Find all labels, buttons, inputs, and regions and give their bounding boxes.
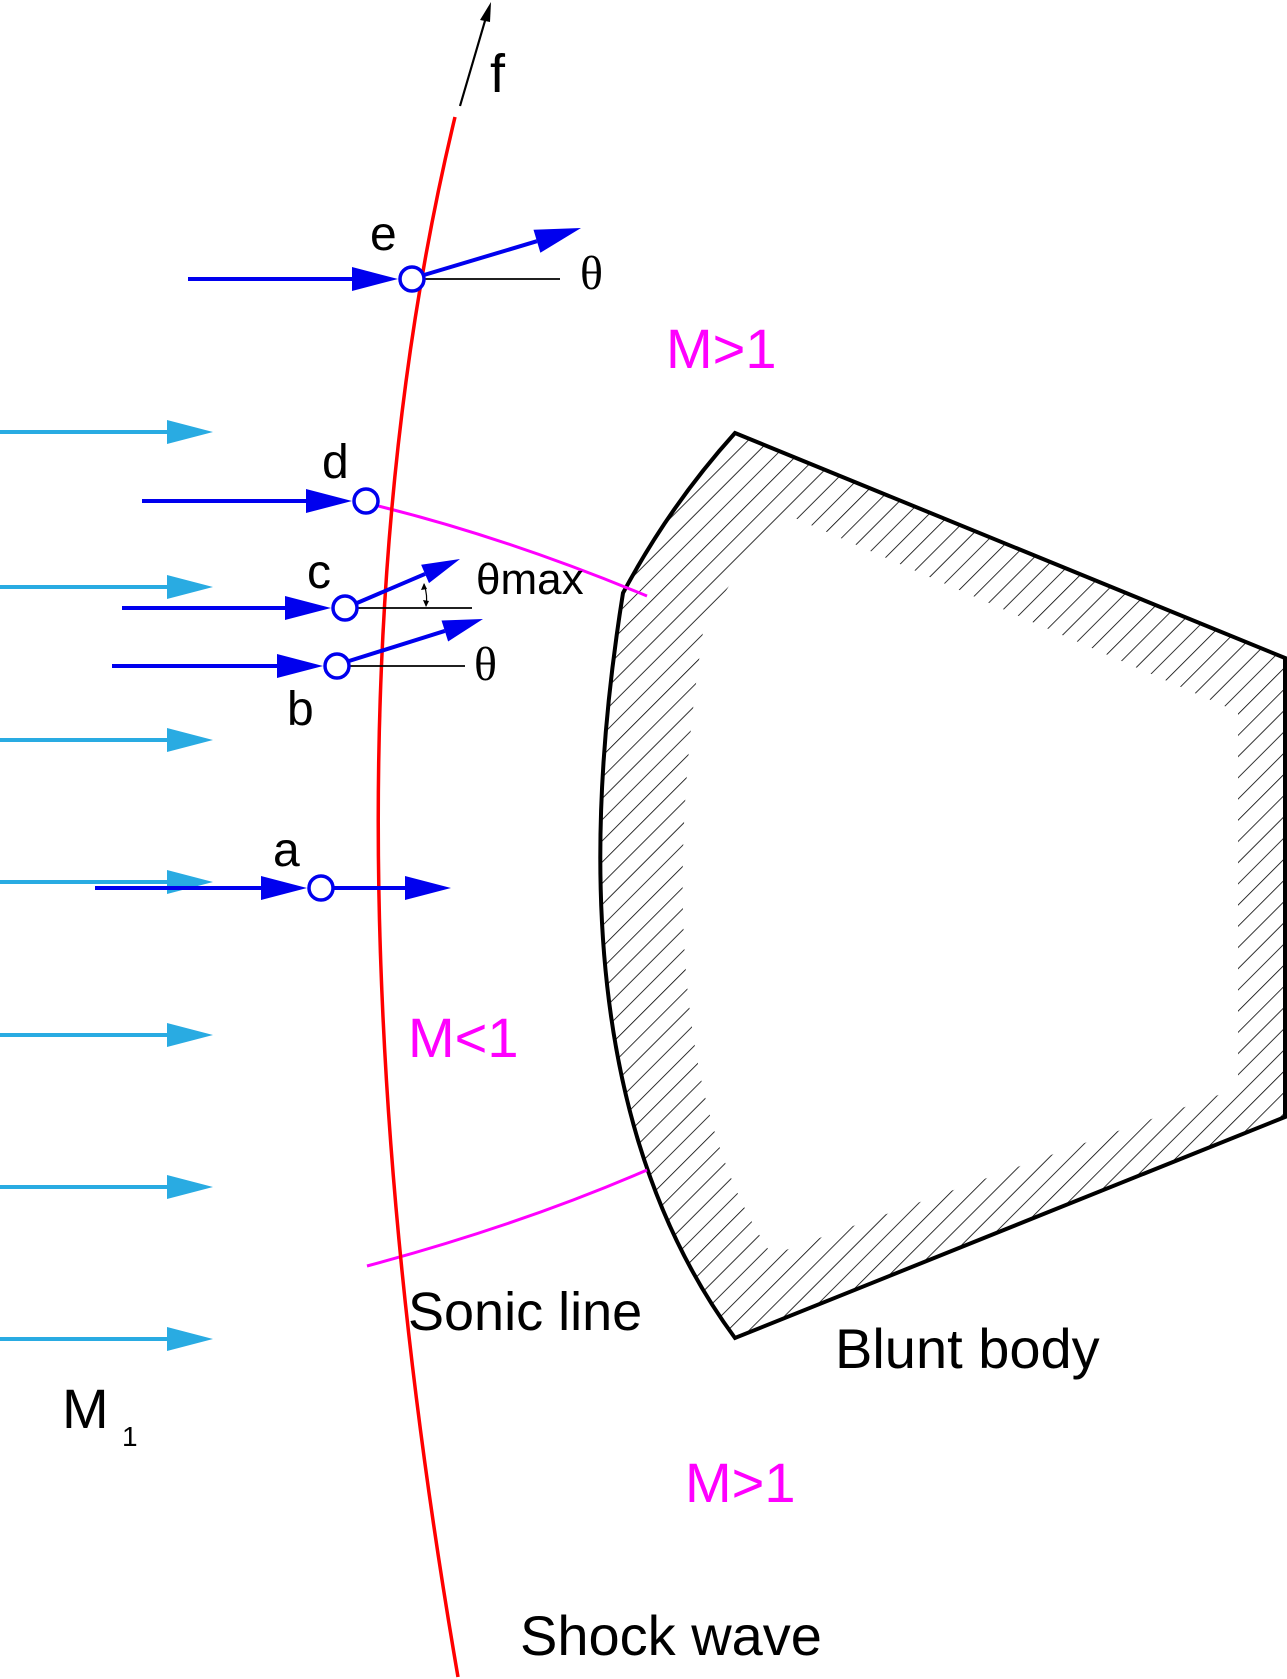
label-freestream-subscript: 1 xyxy=(122,1421,138,1452)
incoming-arrow-e xyxy=(188,267,398,291)
label-c: c xyxy=(307,546,331,599)
label-f: f xyxy=(490,44,506,104)
freestream-arrow-3 xyxy=(0,728,213,752)
label-shock-wave: Shock wave xyxy=(520,1604,822,1667)
label-freestream-m: M xyxy=(62,1377,109,1440)
incoming-arrow-c xyxy=(122,596,331,620)
point-c-marker xyxy=(331,594,359,622)
freestream-arrow-4 xyxy=(0,870,213,894)
blunt-body-hatch-band xyxy=(600,433,1285,1338)
freestream-arrow-6 xyxy=(0,1175,213,1199)
label-sonic-line: Sonic line xyxy=(408,1282,642,1342)
label-mach-subsonic: M<1 xyxy=(408,1006,519,1069)
deflected-arrow-b xyxy=(348,619,483,663)
incoming-arrow-d xyxy=(142,489,352,513)
point-b-marker xyxy=(323,652,351,680)
incoming-arrow-a xyxy=(95,876,307,900)
sonic-line-lower xyxy=(366,1168,648,1268)
shock-wave-curve xyxy=(376,116,460,1678)
deflected-arrow-e xyxy=(423,228,581,277)
label-e: e xyxy=(370,208,397,261)
freestream-arrow-5 xyxy=(0,1023,213,1047)
freestream-arrows xyxy=(0,420,213,1351)
label-theta-b: θ xyxy=(474,638,497,691)
deflected-arrow-a xyxy=(333,876,451,900)
deflected-arrow-c xyxy=(356,559,460,605)
label-freestream-mach: M 1 xyxy=(62,1377,138,1452)
point-e-marker xyxy=(398,265,426,293)
label-blunt-body: Blunt body xyxy=(835,1317,1100,1380)
theta-max-angle-mark xyxy=(421,583,429,607)
label-theta-e: θ xyxy=(580,247,603,300)
freestream-arrow-1 xyxy=(0,420,213,444)
blunt-body-outline xyxy=(598,430,1287,1341)
blunt-body xyxy=(598,430,1287,1341)
freestream-arrow-2 xyxy=(0,575,213,599)
point-a-marker xyxy=(307,874,335,902)
streamline-arrows xyxy=(95,228,581,900)
label-a: a xyxy=(273,824,300,877)
freestream-arrow-7 xyxy=(0,1327,213,1351)
shock-direction-arrow xyxy=(458,2,491,107)
point-d-marker xyxy=(352,487,380,515)
sonic-line-upper xyxy=(365,501,648,598)
label-b: b xyxy=(287,683,314,736)
label-mach-lower: M>1 xyxy=(685,1451,796,1514)
label-d: d xyxy=(322,436,349,489)
label-theta-max: θmax xyxy=(476,555,584,604)
incoming-arrow-b xyxy=(112,654,323,678)
label-mach-upper: M>1 xyxy=(666,317,777,380)
